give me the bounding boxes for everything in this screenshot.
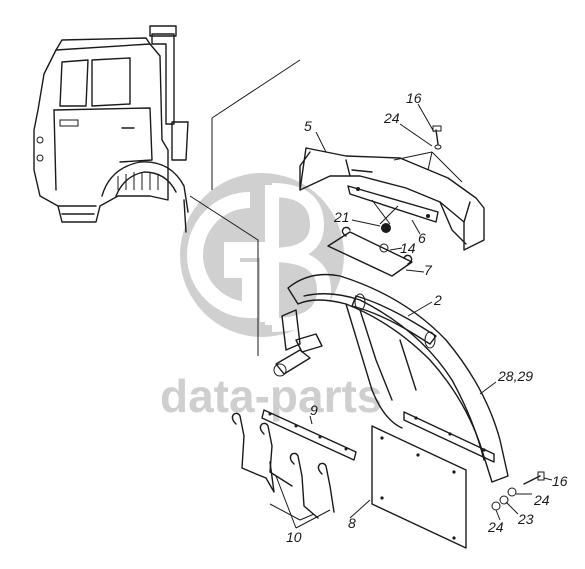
callout-23: 23 [517, 511, 534, 527]
part-10-mud-flaps [231, 412, 335, 521]
callout-6: 6 [418, 230, 426, 246]
watermark-logo [180, 173, 344, 337]
bolt-16-top [432, 125, 442, 150]
callout-2: 2 [433, 292, 442, 308]
callout-21: 21 [333, 209, 350, 225]
callout-24-right: 24 [533, 492, 550, 508]
part-21-nut [381, 223, 391, 233]
callout-14: 14 [400, 240, 416, 256]
part-8-plate [371, 425, 467, 549]
watermark: data-parts [160, 173, 382, 422]
part-2-support [273, 293, 437, 377]
callout-labels: 5 16 24 21 6 14 7 2 28,29 9 10 8 16 24 2… [286, 90, 568, 545]
part-7-gasket [327, 226, 413, 277]
callout-8: 8 [348, 515, 356, 531]
fender-lower-flange [403, 411, 495, 463]
callout-24-top: 24 [383, 110, 400, 126]
leader-lines [275, 103, 553, 529]
part-9-strip [261, 409, 357, 461]
projection-lines [189, 59, 301, 356]
part-24-washer-right [507, 487, 517, 497]
part-14-washer [379, 243, 389, 253]
callout-5: 5 [304, 118, 312, 134]
callout-16-top: 16 [406, 90, 422, 106]
part-23-washer [499, 495, 509, 505]
assembly-arrows-top [371, 151, 463, 225]
callout-28-29: 28,29 [497, 368, 533, 384]
part-24-washer-bottom [491, 501, 501, 511]
callout-7: 7 [424, 262, 433, 278]
callout-9: 9 [310, 402, 318, 418]
part-5-upper-fender [299, 147, 485, 251]
callout-24-bottom: 24 [487, 519, 504, 535]
part-6-bracket [347, 185, 439, 223]
callout-10: 10 [286, 529, 302, 545]
bolt-16-bottom [523, 471, 545, 485]
callout-16-bottom: 16 [552, 473, 568, 489]
truck-cab-illustration [33, 25, 189, 233]
